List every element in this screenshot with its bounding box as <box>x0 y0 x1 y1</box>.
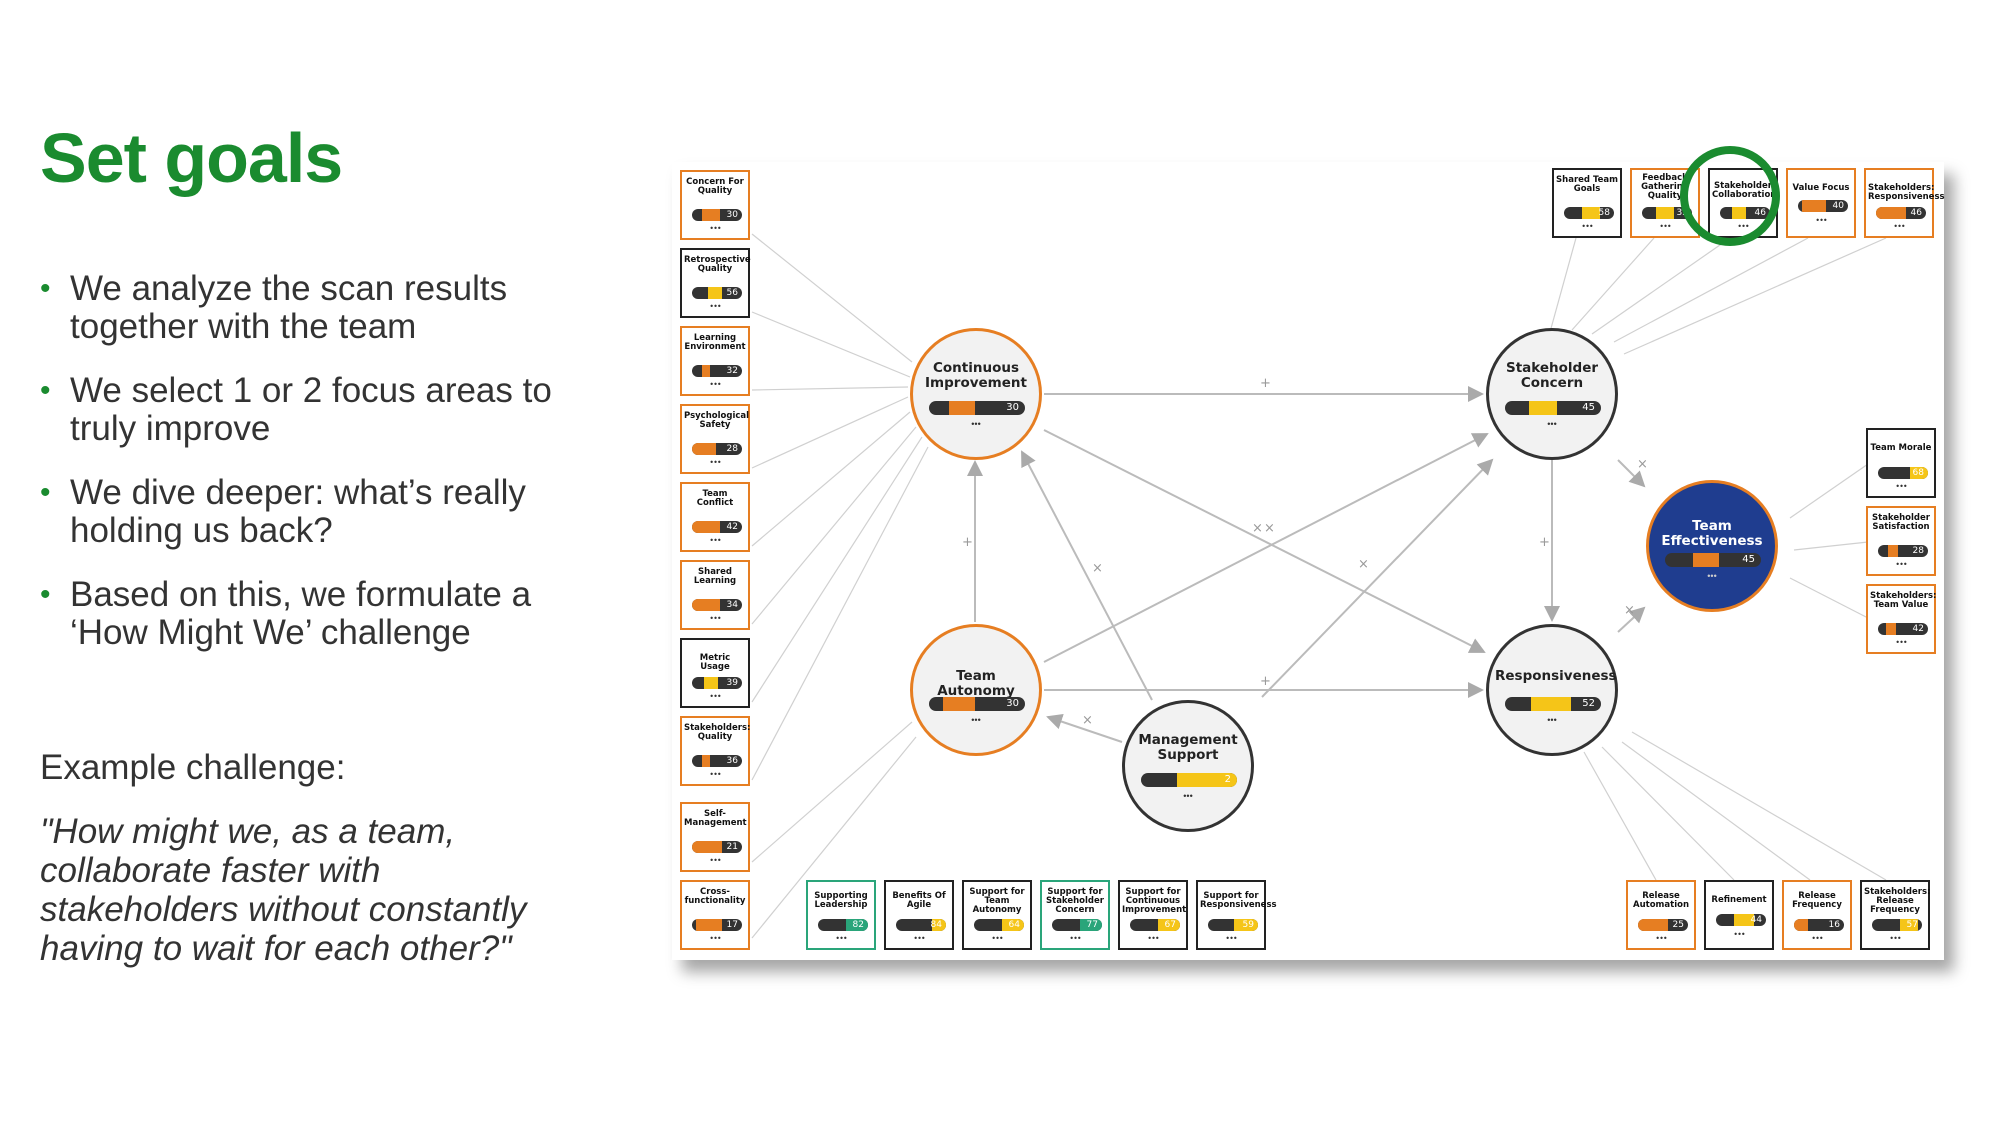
bullet-item: • Based on this, we formulate a ‘How Migh… <box>40 576 560 652</box>
edge-sign-plus: + <box>1260 674 1271 689</box>
edge-sign-cross: × <box>1637 457 1648 472</box>
spokes-top <box>1549 237 1887 355</box>
edge-sign-cross: × <box>1358 557 1369 572</box>
edge-signs: + + + + × × × × × × × <box>962 376 1648 728</box>
node-team-autonomy[interactable]: Team Autonomy 30 ••• <box>910 624 1042 756</box>
slide-title: Set goals <box>40 119 343 197</box>
node-management-support[interactable]: Management Support 2 ••• <box>1122 700 1254 832</box>
bullet-dot-icon: • <box>40 374 51 407</box>
node-responsiveness[interactable]: Responsiveness 52 ••• <box>1486 624 1618 756</box>
edge-sign-plus: + <box>1539 535 1550 550</box>
edge-sign-cross: × <box>1082 713 1093 728</box>
edge-layer: + + + + × × × × × × × <box>751 233 1887 939</box>
spokes-bottom <box>1583 731 1887 881</box>
bullet-item: • We select 1 or 2 focus areas to truly i… <box>40 372 560 448</box>
bullet-text: We select 1 or 2 focus areas to truly im… <box>70 371 552 448</box>
edge-sign-cross: × <box>1092 561 1103 576</box>
edge-sign-plus: + <box>962 535 973 550</box>
node-continuous-improvement[interactable]: Continuous Improvement 30 ••• <box>910 328 1042 460</box>
bullet-list: • We analyze the scan results together wi… <box>40 270 560 678</box>
bullet-item: • We analyze the scan results together wi… <box>40 270 560 346</box>
bullet-dot-icon: • <box>40 272 51 305</box>
edge-sign-cross: × <box>1624 603 1635 618</box>
bullet-text: We dive deeper: what’s really holding us… <box>70 473 526 550</box>
edge-sign-cross: × <box>1252 521 1263 536</box>
example-quote: "How might we, as a team, collaborate fa… <box>40 812 527 968</box>
node-stakeholder-concern[interactable]: Stakeholder Concern 45 ••• <box>1486 328 1618 460</box>
main-edges <box>967 386 1646 743</box>
bullet-text: We analyze the scan results together wit… <box>70 269 508 346</box>
bullet-item: • We dive deeper: what’s really holding u… <box>40 474 560 550</box>
highlight-circle <box>1680 146 1780 246</box>
diagram-panel: + + + + × × × × × × × Concern For Qualit… <box>672 162 1945 960</box>
bullet-text: Based on this, we formulate a ‘How Might… <box>70 575 532 652</box>
edge-sign-cross: × <box>1264 521 1275 536</box>
example-label: Example challenge: <box>40 748 346 787</box>
bullet-dot-icon: • <box>40 476 51 509</box>
spokes-left <box>751 233 929 939</box>
edge-sign-plus: + <box>1260 376 1271 391</box>
bullet-dot-icon: • <box>40 578 51 611</box>
spokes-right <box>1789 463 1869 619</box>
node-team-effectiveness[interactable]: Team Effectiveness 45 ••• <box>1646 480 1778 612</box>
